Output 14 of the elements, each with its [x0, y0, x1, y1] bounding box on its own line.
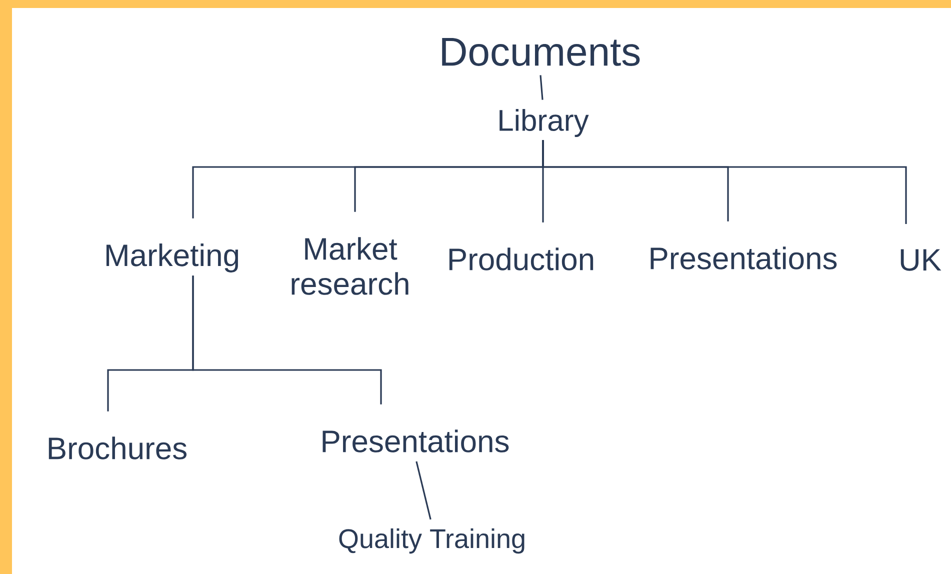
tree-label: Marketing — [106, 244, 238, 272]
tree-label: Quality Training — [339, 528, 524, 554]
tree-label: Documents — [442, 38, 640, 66]
tree-label: Presentations — [650, 246, 837, 270]
tree-label: Brochures — [48, 436, 186, 460]
connector-line — [416, 461, 432, 520]
connector-line — [542, 140, 907, 224]
tree-label: Market research — [292, 237, 408, 295]
connector-line — [192, 276, 382, 404]
tree-label: Production — [449, 248, 594, 270]
tree-label: Presentations — [322, 430, 509, 452]
tree-label: Library — [500, 109, 589, 137]
tree-label: UK — [900, 249, 942, 271]
connector-line — [540, 75, 544, 100]
